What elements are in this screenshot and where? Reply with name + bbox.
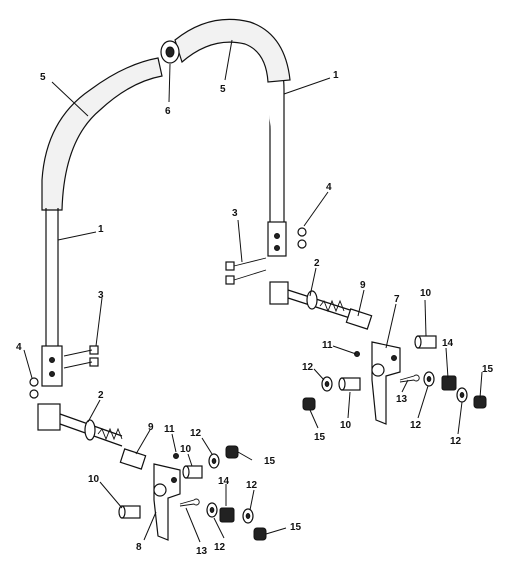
callout-15-right-b: 15: [482, 364, 494, 375]
callout-12-left-c: 12: [246, 480, 258, 491]
roll-bar-tube-left: [45, 208, 59, 350]
pivot-bolt-left: [37, 403, 123, 447]
pin-right-upper: [414, 335, 437, 349]
callout-6: 6: [165, 106, 171, 117]
washer-right-b: [423, 371, 435, 387]
pin-left-inner: [182, 465, 203, 479]
washer-left-a: [208, 453, 220, 469]
nut-pair-right: [297, 227, 307, 249]
callout-10-left-inner: 10: [180, 444, 192, 455]
locknut-left-b: [253, 527, 267, 541]
callout-10-left-outer: 10: [88, 474, 100, 485]
callout-5-top: 5: [220, 84, 226, 95]
locknut-right-a: [302, 397, 316, 411]
tube-coupler: [160, 40, 180, 64]
locknut-left-a: [225, 445, 239, 459]
callout-1-right: 1: [333, 70, 339, 81]
grip-sleeve-top: [174, 18, 291, 83]
callout-13-left: 13: [196, 546, 208, 557]
spring-right: [441, 375, 457, 391]
clip-pin-left: [179, 498, 200, 507]
callout-9-left: 9: [148, 422, 154, 433]
callout-9-right: 9: [360, 280, 366, 291]
callout-labels: 5 6 5 1 1 3 4 2 9 7 10 11 14 12 15 13 10…: [16, 70, 494, 557]
washer-right-a: [321, 376, 333, 392]
spacer-right: [345, 308, 373, 330]
clip-pin-right: [399, 374, 420, 383]
clevis-bracket-left: [41, 345, 63, 387]
latch-plate-left: [153, 463, 181, 541]
callout-12-right-a: 12: [302, 362, 314, 373]
spacer-left: [119, 448, 147, 470]
callout-8: 8: [136, 542, 142, 553]
leader-lines: [23, 39, 483, 543]
washer-right-c: [456, 387, 468, 403]
callout-13-right: 13: [396, 394, 408, 405]
callout-1-left: 1: [98, 224, 104, 235]
callout-10-right-lower: 10: [340, 420, 352, 431]
callout-14-left: 14: [218, 476, 230, 487]
callout-15-right-a: 15: [314, 432, 326, 443]
callout-4-left: 4: [16, 342, 22, 353]
set-screw-left: [173, 453, 179, 459]
callout-2-right: 2: [314, 258, 320, 269]
callout-14-right: 14: [442, 338, 454, 349]
grip-sleeve-left: [41, 57, 163, 211]
nut-pair-left: [29, 377, 39, 399]
callout-12-right-c: 12: [450, 436, 462, 447]
callout-3-right: 3: [232, 208, 238, 219]
clevis-bracket-right: [267, 221, 287, 257]
pivot-bolt-right: [269, 281, 351, 319]
callout-5-left: 5: [40, 72, 46, 83]
callout-4-right: 4: [326, 182, 332, 193]
callout-15-left-b: 15: [290, 522, 302, 533]
callout-10-right-upper: 10: [420, 288, 432, 299]
pin-right-lower: [338, 377, 361, 391]
callout-2-left: 2: [98, 390, 104, 401]
callout-15-left-a: 15: [264, 456, 276, 467]
callout-7: 7: [394, 294, 400, 305]
callout-3-left: 3: [98, 290, 104, 301]
washer-left-c: [242, 508, 254, 524]
bolt-pair-right: [225, 257, 267, 285]
callout-11-left: 11: [164, 424, 175, 435]
bolt-pair-left: [63, 345, 99, 369]
washer-left-b: [206, 502, 218, 518]
callout-11-right: 11: [322, 340, 333, 351]
callout-12-left-b: 12: [214, 542, 226, 553]
latch-plate-right: [371, 341, 401, 425]
spring-left: [219, 507, 235, 523]
callout-12-right-b: 12: [410, 420, 422, 431]
pin-left-outer: [118, 505, 141, 519]
callout-12-left-a: 12: [190, 428, 202, 439]
